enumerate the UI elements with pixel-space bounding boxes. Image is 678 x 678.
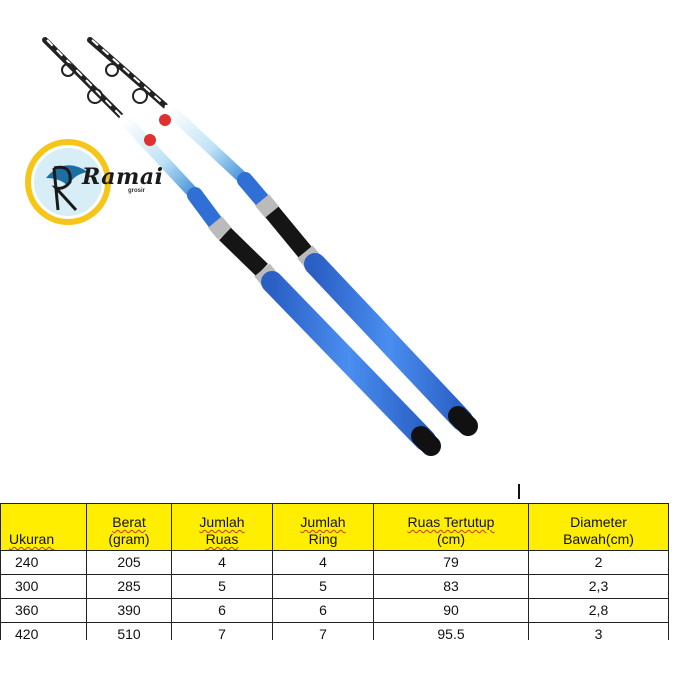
header-text-line2: Ukuran <box>9 531 55 547</box>
table-cell: 2,3 <box>528 574 669 599</box>
table-cell: 360 <box>0 598 87 623</box>
table-cell: 300 <box>0 574 87 599</box>
table-cell: 2 <box>528 550 669 575</box>
table-cell: 510 <box>86 622 172 640</box>
table-cell: 83 <box>373 574 529 599</box>
fishing-rod-left <box>42 37 441 456</box>
table-cell: 95.5 <box>373 622 529 640</box>
text-cursor <box>518 484 520 499</box>
table-cell: 6 <box>272 598 374 623</box>
table-header-cell: Ruas Tertutup(cm) <box>373 503 529 551</box>
header-text-line2: Ring <box>308 531 338 547</box>
table-header-cell: Ukuran <box>0 503 87 551</box>
table-cell: 6 <box>171 598 273 623</box>
logo-subtext: grosir <box>128 188 146 194</box>
table-cell: 4 <box>272 550 374 575</box>
header-text-line1: Ruas Tertutup <box>407 514 495 530</box>
header-text-line2: (cm) <box>437 531 465 547</box>
header-text-line2: Bawah(cm) <box>563 531 634 547</box>
table-cell: 7 <box>171 622 273 640</box>
table-header-cell: Berat(gram) <box>86 503 172 551</box>
table-cell: 90 <box>373 598 529 623</box>
header-text-line1: Diameter <box>570 514 627 530</box>
table-cell: 7 <box>272 622 374 640</box>
header-text-line1: Jumlah <box>199 514 245 530</box>
fishing-rod-right <box>87 37 478 436</box>
table-cell: 420 <box>0 622 87 640</box>
table-cell: 5 <box>272 574 374 599</box>
table-cell: 5 <box>171 574 273 599</box>
table-cell: 2,8 <box>528 598 669 623</box>
header-text-line2: (gram) <box>108 531 150 547</box>
product-photo <box>42 37 478 456</box>
fish-emblem-icon <box>25 139 111 225</box>
table-cell: 390 <box>86 598 172 623</box>
header-text-line2: Ruas <box>205 531 239 547</box>
table-cell: 79 <box>373 550 529 575</box>
table-cell: 4 <box>171 550 273 575</box>
table-cell: 240 <box>0 550 87 575</box>
header-text-line1: Berat <box>112 514 146 530</box>
table-cell: 205 <box>86 550 172 575</box>
header-text-line1: Jumlah <box>300 514 346 530</box>
table-cell: 285 <box>86 574 172 599</box>
table-cell: 3 <box>528 622 669 640</box>
brand-logo: Ramai grosir <box>24 138 163 228</box>
logo-text: Ramai <box>82 164 164 190</box>
